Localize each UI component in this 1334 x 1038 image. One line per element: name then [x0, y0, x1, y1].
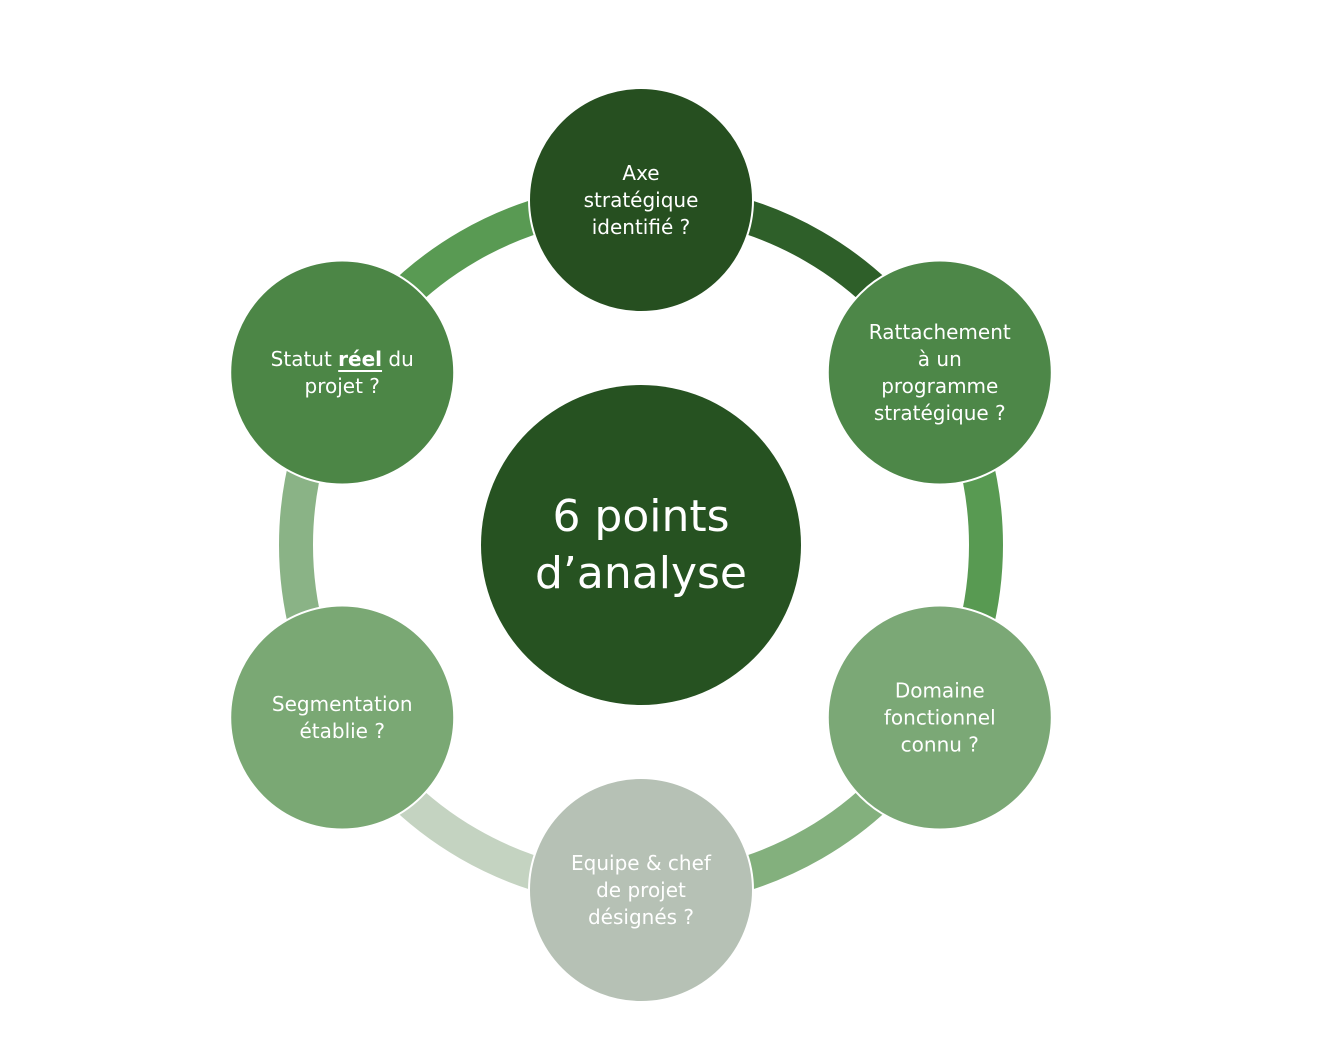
node-domaine-fonctionnel-label-line-1: Domaine: [895, 679, 985, 703]
node-rattachement-programme-label-line-4: stratégique ?: [874, 401, 1006, 425]
node-circle: [229, 604, 456, 831]
node-axe-strategique-label-line-1: Axe: [622, 161, 659, 185]
node-equipe-chef-projet-label-line-2: de projet: [596, 878, 686, 902]
node-circle: [826, 604, 1053, 831]
node-statut-reel-label-segment: Statut: [271, 347, 339, 371]
center-title-line-2: d’analyse: [535, 548, 747, 599]
node-statut-reel-label-line-2: projet ?: [305, 374, 380, 398]
node-statut-reel-label-segment: projet ?: [305, 374, 380, 398]
node-rattachement-programme: Rattachement à un programme stratégique ?: [826, 259, 1053, 486]
node-axe-strategique-label-line-3: identifié ?: [592, 215, 691, 239]
node-rattachement-programme-label-line-1: Rattachement: [869, 320, 1011, 344]
node-rattachement-programme-label-line-3: programme: [881, 374, 998, 398]
node-equipe-chef-projet-label-line-3: désignés ?: [588, 905, 694, 929]
node-statut-reel-label-emphasis: réel: [338, 347, 382, 371]
node-domaine-fonctionnel: Domaine fonctionnel connu ?: [826, 604, 1053, 831]
node-circle: [826, 259, 1053, 486]
node-domaine-fonctionnel-label-line-3: connu ?: [901, 733, 979, 757]
node-circle: [528, 87, 754, 313]
node-segmentation: Segmentation établie ?: [229, 604, 456, 831]
center-circle: [481, 385, 801, 705]
node-axe-strategique: Axe stratégique identifié ?: [528, 87, 754, 313]
node-rattachement-programme-label-line-2: à un: [918, 347, 962, 371]
cycle-nodes: Axe stratégique identifié ? Rattachement à u…: [229, 87, 1053, 1003]
node-segmentation-label-line-2: établie ?: [299, 719, 385, 743]
center-node: 6 points d’analyse: [481, 385, 801, 705]
node-axe-strategique-label-line-2: stratégique: [584, 188, 699, 212]
center-title-line-1: 6 points: [552, 491, 729, 542]
node-domaine-fonctionnel-label-line-2: fonctionnel: [884, 706, 996, 730]
node-circle: [229, 259, 456, 486]
node-circle: [528, 777, 754, 1003]
node-segmentation-label-line-1: Segmentation: [272, 692, 413, 716]
node-statut-reel-label-line-1: Statut réel du: [271, 347, 414, 371]
node-statut-reel-label-segment: du: [382, 347, 414, 371]
node-equipe-chef-projet: Equipe & chef de projet désignés ?: [528, 777, 754, 1003]
node-equipe-chef-projet-label-line-1: Equipe & chef: [571, 851, 712, 875]
